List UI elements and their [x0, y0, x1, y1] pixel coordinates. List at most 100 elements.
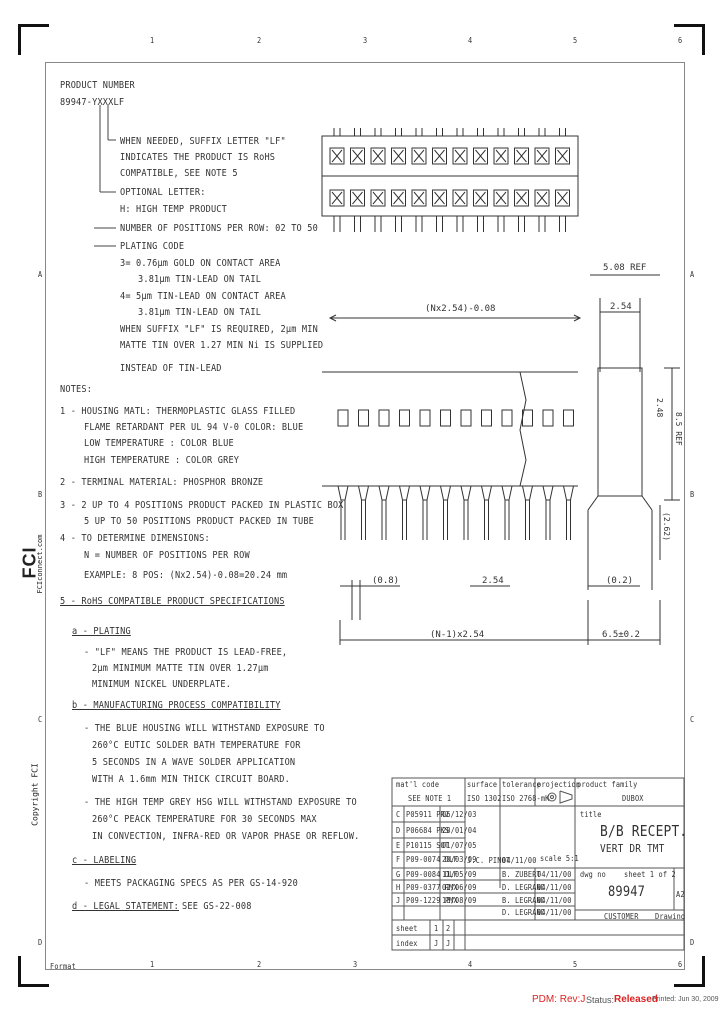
contact-mark — [331, 155, 343, 163]
note-1c: HIGH TEMPERATURE : COLOR GREY — [84, 455, 240, 466]
dim-ref: 5.08 REF — [603, 263, 646, 273]
note-1b: LOW TEMPERATURE : COLOR BLUE — [84, 438, 234, 449]
format-label: Format — [50, 962, 76, 971]
note-5b-5: - THE HIGH TEMP GREY HSG WILL WITHSTAND … — [84, 797, 357, 808]
scale: scale 5:1 — [540, 854, 579, 863]
rev-letter: C — [396, 810, 401, 819]
contact-mark — [413, 197, 425, 205]
approver-name: D. LEGRAND — [502, 883, 546, 892]
rev-letter: E — [396, 841, 401, 850]
approver-name: B. ZUBERT — [502, 870, 541, 879]
pdm-revision: PDM: Rev:J — [532, 994, 586, 1005]
tail-lead — [419, 485, 431, 501]
corner-mark-tl — [18, 24, 49, 55]
contact-cavity — [555, 189, 570, 207]
note-5: 5 - RoHS COMPATIBLE PRODUCT SPECIFICATIO… — [60, 596, 285, 607]
col-label: 4 — [468, 36, 473, 45]
rev-ecn: P09-1229 PMX — [406, 896, 458, 905]
approver-date: 04/11/00 — [502, 856, 537, 865]
printed-date-visible: Printed: Jun 30, 2009 — [652, 996, 719, 1003]
note-1a: FLAME RETARDANT PER UL 94 V-0 COLOR: BLU… — [84, 422, 304, 433]
contact-cavity — [432, 147, 447, 165]
col-label: 3 — [363, 36, 368, 45]
spec-line: INDICATES THE PRODUCT IS RoHS — [120, 152, 276, 163]
dim-vref: 8.5 REF — [674, 412, 683, 446]
note-5b-2: 260°C EUTIC SOLDER BATH TEMPERATURE FOR — [92, 740, 301, 751]
note-5b-6: 260°C PEACK TEMPERATURE FOR 30 SECONDS M… — [92, 814, 317, 825]
row-label: B — [38, 490, 43, 499]
customer-label: CUSTOMER — [604, 912, 639, 921]
tail-lead — [542, 485, 554, 501]
tolerance-value: ISO 2768-mK — [502, 794, 550, 803]
col-label: 3 — [353, 960, 358, 969]
rev-ecn: P10115 SOT — [406, 841, 450, 850]
side-window — [440, 409, 451, 427]
contact-mark — [557, 197, 568, 205]
rev-date: 06/12/03 — [442, 810, 477, 819]
note-4b: EXAMPLE: 8 POS: (Nx2.54)-0.08=20.24 mm — [84, 570, 288, 581]
note-5b-3: 5 SECONDS IN A WAVE SOLDER APPLICATION — [92, 757, 296, 768]
dim-08: (0.8) — [372, 576, 399, 586]
row-label: D — [38, 938, 43, 947]
rev-letter: G — [396, 870, 401, 879]
spec-line: 3.81µm TIN-LEAD ON TAIL — [138, 274, 262, 285]
surface-value: ISO 1302 — [467, 794, 502, 803]
rev-ecn: P09-0084 DLF — [406, 870, 458, 879]
note-5b-7: IN CONVECTION, INFRA-RED OR VAPOR PHASE … — [92, 831, 360, 842]
rev-date: 01/07/05 — [442, 841, 477, 850]
dim-arrow — [328, 314, 337, 322]
contact-mark — [331, 197, 343, 205]
dim-02: (0.2) — [606, 576, 633, 586]
note-5b-title: b - MANUFACTURING PROCESS COMPATIBILITY — [72, 700, 281, 711]
rev-letter: J — [396, 896, 401, 905]
right-profile-body — [597, 367, 643, 497]
rev-date: 11/05/09 — [442, 870, 477, 879]
col-label: 1 — [150, 960, 155, 969]
col-label: 2 — [257, 36, 262, 45]
family-label: product family — [577, 780, 638, 789]
product-number-label: PRODUCT NUMBER — [60, 80, 135, 91]
rev-date: 20/03/09 — [442, 855, 477, 864]
dim-arrow — [573, 314, 582, 322]
index-value: J — [446, 939, 451, 948]
dim-262: (2.62) — [662, 512, 671, 541]
col-label: 1 — [150, 36, 155, 45]
rev-letter: H — [396, 883, 401, 892]
contact-cavity — [329, 147, 345, 165]
index-row-label: index — [396, 939, 418, 948]
contact-cavity — [514, 189, 529, 207]
sheet-info: sheet 1 of 2 — [624, 870, 676, 879]
dim-length: (Nx2.54)-0.08 — [425, 304, 495, 314]
row-label: B — [690, 490, 695, 499]
dim-254-bot: 2.54 — [482, 576, 504, 586]
contact-cavity — [452, 189, 468, 207]
contact-cavity — [350, 147, 365, 165]
material-value: SEE NOTE 1 — [408, 794, 452, 803]
dim-65: 6.5±0.2 — [602, 630, 640, 640]
contact-cavity — [329, 189, 345, 207]
spec-line: WHEN NEEDED, SUFFIX LETTER "LF" — [120, 136, 286, 147]
tail-lead — [563, 485, 574, 501]
sheet-row-label: sheet — [396, 924, 418, 933]
col-label: 2 — [257, 960, 262, 969]
spec-line: H: HIGH TEMP PRODUCT — [120, 204, 228, 215]
contact-mark — [434, 155, 445, 163]
contact-cavity — [370, 189, 386, 207]
approver-date: 04/11/00 — [537, 908, 572, 917]
note-5a-2: 2µm MINIMUM MATTE TIN OVER 1.27µm — [92, 663, 269, 674]
rev-letter: F — [396, 855, 401, 864]
note-5d-1: SEE GS-22-008 — [182, 901, 252, 912]
dwg-number: 89947 — [608, 884, 646, 900]
status-value: Released — [614, 994, 658, 1005]
tail-lead — [440, 485, 451, 501]
corner-mark-br — [674, 956, 705, 987]
contact-cavity — [493, 189, 509, 207]
contact-mark — [454, 197, 466, 205]
rev-ecn: P09-0074 DLF — [406, 855, 458, 864]
approver-name: D. LEGRAND — [502, 908, 546, 917]
spec-line: INSTEAD OF TIN-LEAD — [120, 363, 222, 374]
row-label: A — [38, 270, 43, 279]
approver-date: 04/11/00 — [537, 896, 572, 905]
